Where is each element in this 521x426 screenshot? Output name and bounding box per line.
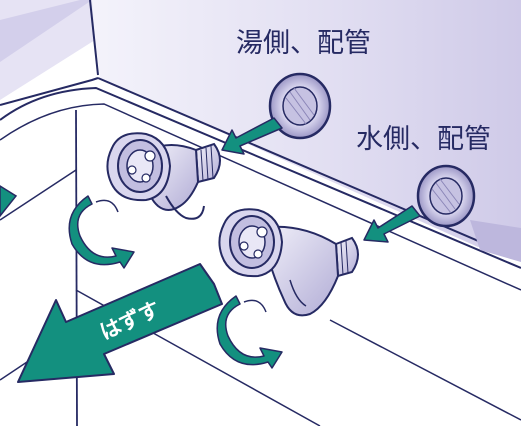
hot-direction-arrow-icon <box>221 117 283 155</box>
cold-pipe-ring <box>416 164 476 228</box>
hot-pipe-ring <box>268 72 332 140</box>
counter-clockwise-rotation-icon <box>216 295 283 369</box>
cold-direction-arrow-icon <box>363 205 421 243</box>
hot-side-pipe-label: 湯側、配管 <box>236 28 371 59</box>
green-arrow-icon <box>0 185 18 218</box>
hot-side-fitting <box>106 132 221 220</box>
cold-side-fitting <box>218 208 359 317</box>
cold-side-pipe-label: 水側、配管 <box>356 124 491 155</box>
counter-clockwise-rotation-icon <box>68 195 135 269</box>
remove-arrow-icon <box>17 263 223 383</box>
